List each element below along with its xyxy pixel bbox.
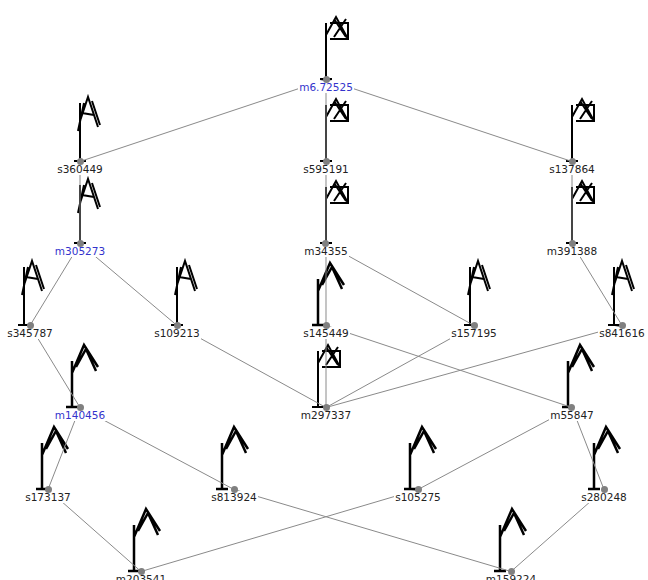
taxon-node: s280248 (580, 491, 628, 503)
figure-glyph (562, 345, 594, 407)
figure-glyph (216, 427, 248, 489)
tree-edge (80, 80, 326, 162)
taxon-node: m305273 (54, 245, 106, 257)
node-dot (77, 404, 84, 411)
figure-glyph (18, 261, 44, 325)
taxon-node: m391388 (546, 245, 598, 257)
taxon-node: s157195 (450, 327, 498, 339)
node-dot (508, 568, 515, 575)
figure-glyph (312, 263, 344, 325)
figure-glyph (588, 427, 620, 489)
figure-glyph (404, 427, 436, 489)
figure-glyph (494, 509, 526, 571)
node-dot (45, 486, 52, 493)
taxon-node: s841616 (598, 327, 646, 339)
figure-glyph (74, 97, 100, 161)
node-dot (569, 158, 576, 165)
figure-glyph (608, 261, 634, 325)
taxon-node: m34355 (303, 245, 349, 257)
node-dot (323, 76, 330, 83)
tree-edge (326, 326, 572, 408)
tree-edge (234, 490, 511, 572)
tree-edge (326, 326, 622, 408)
figure-glyph (566, 181, 594, 243)
figure-glyph (66, 345, 98, 407)
node-dot (619, 322, 626, 329)
node-dot (231, 486, 238, 493)
taxon-node: s137864 (548, 163, 596, 175)
node-dot (323, 404, 330, 411)
taxon-node: m159224 (485, 573, 537, 580)
taxon-node: s105275 (394, 491, 442, 503)
taxon-node: m297337 (300, 409, 352, 421)
node-dot (77, 158, 84, 165)
taxon-node: s145449 (302, 327, 350, 339)
figure-glyph (320, 99, 348, 161)
taxon-node: s813924 (210, 491, 258, 503)
figure-glyph (320, 17, 348, 79)
taxon-node: m6.72525 (298, 81, 354, 93)
tree-edge (141, 490, 418, 572)
taxon-node: s360449 (56, 163, 104, 175)
node-dot (27, 322, 34, 329)
taxon-node: s345787 (6, 327, 54, 339)
figure-glyph (464, 261, 490, 325)
figure-glyph (320, 181, 348, 243)
figure-glyph (566, 99, 594, 161)
taxon-node: m55847 (549, 409, 595, 421)
node-dot (415, 486, 422, 493)
node-dot (569, 240, 576, 247)
node-dot (323, 158, 330, 165)
figure-glyph (171, 261, 197, 325)
tree-edge (326, 80, 572, 162)
taxon-node: s595191 (302, 163, 350, 175)
node-dot (174, 322, 181, 329)
taxon-node: s173137 (24, 491, 72, 503)
figure-glyph (128, 509, 160, 571)
node-dot (601, 486, 608, 493)
node-dot (138, 568, 145, 575)
node-dot (471, 322, 478, 329)
taxon-node: m140456 (54, 409, 106, 421)
figure-glyph (74, 179, 100, 243)
taxon-node: m203541 (115, 573, 167, 580)
node-dot (323, 322, 330, 329)
taxon-node: s109213 (153, 327, 201, 339)
node-dot (77, 240, 84, 247)
